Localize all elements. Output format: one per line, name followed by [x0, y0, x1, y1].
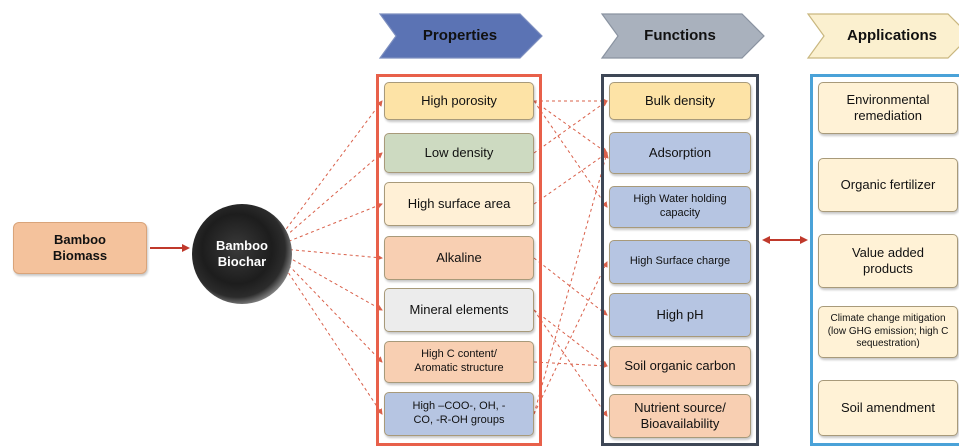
arrow-biochar-to-property-2 [271, 152, 383, 249]
connector-5 [533, 152, 608, 205]
property-box-alkaline: Alkaline [384, 236, 534, 280]
connector-9 [533, 361, 608, 369]
arrow-biochar-to-property-7 [271, 247, 383, 415]
property-box-low-density: Low density [384, 133, 534, 173]
function-box-surface-charge: High Surface charge [609, 240, 751, 284]
function-box-water-holding: High Water holding capacity [609, 186, 751, 228]
application-box-environmental-remediation: Environmental remediation [818, 82, 958, 134]
function-box-nutrient-source: Nutrient source/ Bioavailability [609, 394, 751, 438]
connector-6 [533, 257, 608, 316]
application-box-soil-amendment: Soil amendment [818, 380, 958, 436]
header-properties: Properties [422, 26, 498, 44]
property-box-mineral-elements: Mineral elements [384, 288, 534, 332]
bamboo-biochar-node: Bamboo Biochar [192, 204, 292, 304]
header-functions-chevron [600, 13, 765, 59]
arrow-biochar-to-property-6 [271, 247, 383, 363]
property-box-high-porosity: High porosity [384, 82, 534, 120]
property-box-high-c-content: High C content/ Aromatic structure [384, 341, 534, 383]
connector-8 [533, 309, 608, 417]
function-box-high-ph: High pH [609, 293, 751, 337]
connector-3 [533, 100, 608, 208]
application-box-organic-fertilizer: Organic fertilizer [818, 158, 958, 212]
property-box-high-surface-area: High surface area [384, 182, 534, 226]
property-box-functional-groups: High –COO-, OH, - CO, -R-OH groups [384, 392, 534, 436]
bamboo-biomass-box: Bamboo Biomass [13, 222, 147, 274]
function-box-bulk-density: Bulk density [609, 82, 751, 120]
application-box-value-added-products: Value added products [818, 234, 958, 288]
connector-10 [533, 261, 608, 415]
application-box-climate-change-mitigation: Climate change mitigation (low GHG emiss… [818, 306, 958, 358]
connector-11 [533, 152, 609, 415]
header-applications-chevron [806, 13, 959, 59]
function-box-adsorption: Adsorption [609, 132, 751, 174]
function-box-soil-organic-carbon: Soil organic carbon [609, 346, 751, 386]
connector-4 [533, 100, 608, 154]
header-properties-chevron [378, 13, 543, 59]
header-applications: Applications [846, 26, 937, 44]
header-functions: Functions [644, 26, 716, 44]
arrow-biochar-to-property-1 [271, 100, 383, 249]
